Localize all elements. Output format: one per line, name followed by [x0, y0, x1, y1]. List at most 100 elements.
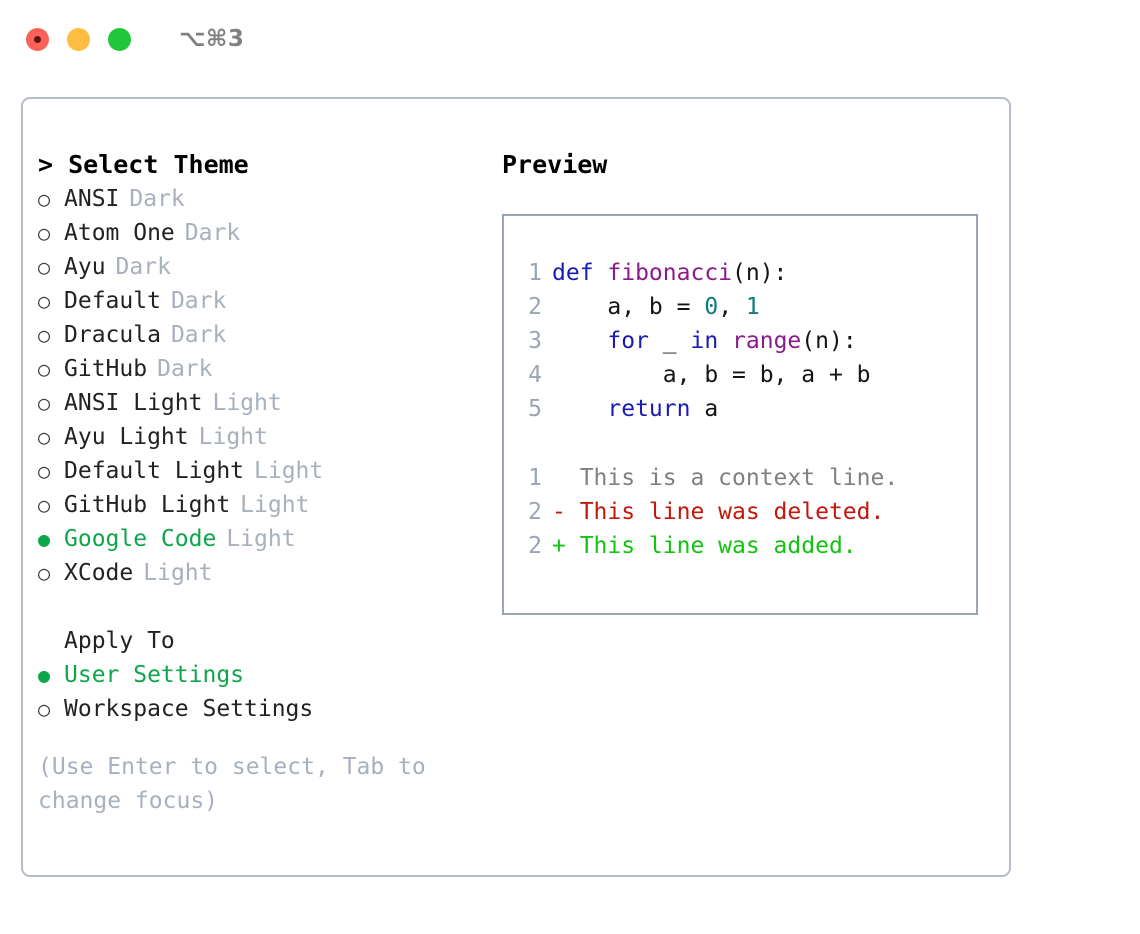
- token-pl: a, b = b, a + b: [552, 362, 871, 388]
- theme-variant-badge: Dark: [129, 186, 185, 212]
- token-pl: [552, 328, 607, 354]
- theme-option-ayu[interactable]: ○ Ayu Dark: [38, 250, 478, 284]
- token-pl: (n):: [801, 328, 857, 354]
- token-num: 0: [704, 294, 719, 320]
- theme-option-github[interactable]: ○ GitHub Dark: [38, 352, 478, 386]
- theme-variant-badge: Dark: [170, 322, 227, 348]
- token-pl: [718, 328, 732, 354]
- apply-to-list[interactable]: ●User Settings ○ Workspace Settings: [38, 658, 478, 726]
- line-number: 3: [528, 328, 542, 354]
- theme-name: XCode: [64, 560, 134, 586]
- token-fn: fibonacci: [607, 260, 733, 286]
- diff-line-number: 2: [528, 533, 542, 559]
- preview-heading: Preview: [502, 150, 608, 179]
- code-line: 1 def fibonacci(n):: [518, 256, 970, 290]
- window-controls: [26, 27, 131, 51]
- radio-unselected-icon[interactable]: ○: [38, 697, 51, 721]
- theme-variant-badge: Dark: [115, 254, 171, 280]
- radio-unselected-icon[interactable]: ○: [38, 323, 51, 347]
- theme-variant-badge: Light: [198, 424, 268, 450]
- diff-line-text-ctx: This is a context line.: [552, 465, 899, 491]
- diff-line: 1 This is a context line.: [518, 461, 970, 495]
- radio-unselected-icon[interactable]: ○: [38, 391, 51, 415]
- diff-sample: 1 This is a context line. 2 - This line wa…: [518, 461, 970, 563]
- list-spacer: [38, 590, 478, 624]
- radio-unselected-icon[interactable]: ○: [38, 561, 51, 585]
- theme-variant-badge: Light: [212, 390, 282, 416]
- diff-line-number: 1: [528, 465, 542, 491]
- theme-name: Atom One: [64, 220, 175, 246]
- theme-name: Default: [64, 288, 161, 314]
- close-button[interactable]: [26, 27, 49, 51]
- select-theme-heading: > Select Theme: [38, 150, 249, 179]
- theme-name: ANSI Light: [64, 390, 203, 416]
- theme-name: Google Code: [64, 526, 217, 552]
- apply-to-heading-marker: ○: [38, 624, 64, 658]
- radio-selected-icon[interactable]: ●: [38, 663, 51, 687]
- theme-option-ansi-light[interactable]: ○ ANSI Light Light: [38, 386, 478, 420]
- theme-variant-badge: Dark: [157, 356, 213, 382]
- title-bar: ⌥⌘3: [0, 0, 1140, 78]
- line-number: 5: [528, 396, 542, 422]
- radio-unselected-icon[interactable]: ○: [38, 493, 51, 517]
- diff-line-text-del: - This line was deleted.: [552, 499, 885, 525]
- theme-name: Ayu: [64, 254, 106, 280]
- code-line: 2 a, b = 0, 1: [518, 290, 970, 324]
- apply-to-option-user-settings[interactable]: ●User Settings: [38, 658, 478, 692]
- apply-to-option-workspace-settings[interactable]: ○ Workspace Settings: [38, 692, 478, 726]
- radio-unselected-icon[interactable]: ○: [38, 289, 51, 313]
- radio-unselected-icon[interactable]: ○: [38, 425, 51, 449]
- code-text: for _ in range(n):: [552, 324, 857, 358]
- token-pl: (n):: [732, 260, 788, 286]
- token-pl: ,: [718, 294, 746, 320]
- radio-unselected-icon[interactable]: ○: [38, 187, 51, 211]
- line-number: 4: [528, 362, 542, 388]
- code-text: a, b = 0, 1: [552, 290, 759, 324]
- token-pl: a, b =: [552, 294, 705, 320]
- diff-line-number: 2: [528, 499, 542, 525]
- apply-to-label: Workspace Settings: [64, 696, 314, 722]
- token-kw: def: [552, 260, 608, 286]
- diff-line: 2+ This line was added.: [518, 529, 970, 563]
- theme-variant-badge: Dark: [184, 220, 241, 246]
- token-pl: _: [648, 328, 691, 354]
- keyboard-shortcut-label: ⌥⌘3: [179, 26, 245, 52]
- minimize-button[interactable]: [67, 27, 90, 51]
- diff-line: 2 - This line was deleted.: [518, 495, 970, 529]
- keyboard-hint: (Use Enter to select, Tab to change focu…: [38, 754, 440, 814]
- code-text: def fibonacci(n):: [552, 256, 787, 290]
- token-kw: return: [607, 396, 691, 422]
- theme-name: GitHub: [64, 356, 148, 382]
- radio-unselected-icon[interactable]: ○: [38, 459, 51, 483]
- radio-unselected-icon[interactable]: ○: [38, 357, 51, 381]
- line-number: 1: [528, 260, 542, 286]
- code-text: return a: [552, 392, 718, 426]
- radio-unselected-icon[interactable]: ○: [38, 221, 51, 245]
- token-kw: for: [607, 328, 649, 354]
- line-number: 2: [528, 294, 542, 320]
- token-kw: in: [690, 328, 719, 354]
- code-line: 3 for _ in range(n):: [518, 324, 970, 358]
- code-line: 4 a, b = b, a + b: [518, 358, 970, 392]
- radio-selected-icon[interactable]: ●: [38, 527, 51, 551]
- apply-to-heading-label: Apply To: [64, 628, 175, 654]
- radio-unselected-icon[interactable]: ○: [38, 255, 51, 279]
- theme-name: Default Light: [64, 458, 245, 484]
- maximize-button[interactable]: [108, 27, 131, 51]
- apply-to-heading-row: ○ Apply To: [38, 624, 478, 658]
- theme-option-atom-one[interactable]: ○ Atom One Dark: [38, 216, 478, 250]
